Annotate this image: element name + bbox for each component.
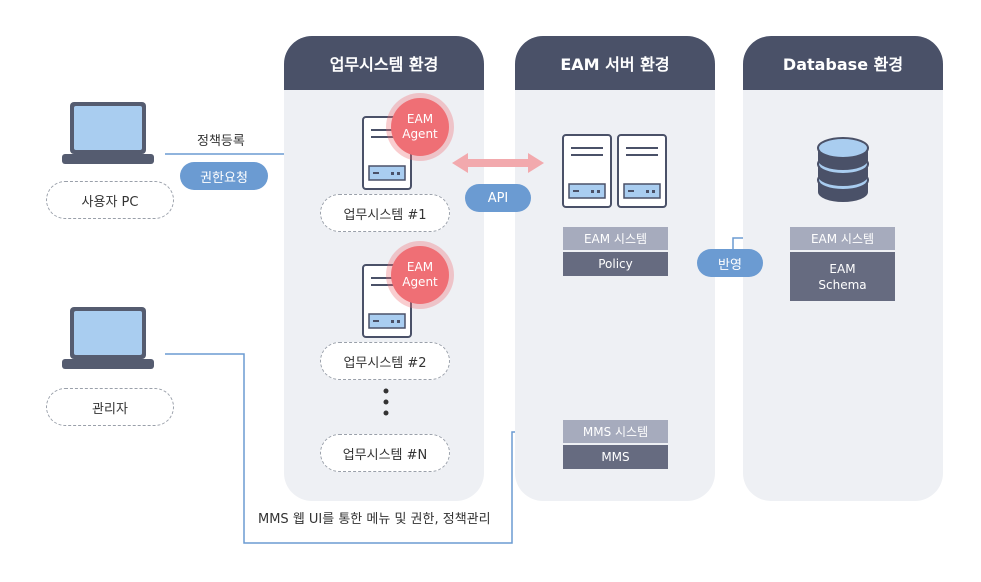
schema-line2: Schema: [818, 277, 867, 292]
policy-label: Policy: [563, 252, 668, 276]
eam-schema-label: EAM Schema: [790, 252, 895, 301]
schema-line1: EAM: [829, 261, 856, 276]
server-icon: [617, 134, 667, 208]
agent-label-line1: EAM: [406, 260, 434, 274]
database-panel: Database 환경: [743, 36, 943, 501]
mms-caption: MMS 웹 UI를 통한 메뉴 및 권한, 정책관리: [258, 512, 491, 527]
server-icon: [562, 134, 612, 208]
eam-agent-badge: EAM Agent: [391, 98, 449, 156]
business-system-1: 업무시스템 #1: [320, 194, 450, 232]
database-icon: [817, 137, 869, 202]
mms-system-label: MMS 시스템: [563, 420, 668, 443]
user-pc-label: 사용자 PC: [46, 181, 174, 219]
agent-label-line2: Agent: [402, 275, 438, 289]
mms-label: MMS: [563, 445, 668, 469]
admin-label: 관리자: [46, 388, 174, 426]
policy-register-text: 정책등록: [197, 134, 245, 149]
ellipsis-icon: [383, 388, 389, 416]
eam-agent-badge: EAM Agent: [391, 246, 449, 304]
permission-request-badge: 권한요청: [180, 162, 268, 190]
api-badge: API: [465, 184, 531, 212]
db-eam-system-label: EAM 시스템: [790, 227, 895, 250]
laptop-icon: [62, 307, 154, 369]
eam-server-panel-title: EAM 서버 환경: [515, 36, 715, 90]
database-panel-title: Database 환경: [743, 36, 943, 90]
business-system-n: 업무시스템 #N: [320, 434, 450, 472]
laptop-icon: [62, 102, 154, 164]
business-panel-title: 업무시스템 환경: [284, 36, 484, 90]
agent-label-line1: EAM: [406, 112, 434, 126]
agent-label-line2: Agent: [402, 127, 438, 141]
apply-badge: 반영: [697, 249, 763, 277]
business-system-2: 업무시스템 #2: [320, 342, 450, 380]
api-double-arrow-icon: [452, 153, 544, 173]
eam-system-label: EAM 시스템: [563, 227, 668, 250]
